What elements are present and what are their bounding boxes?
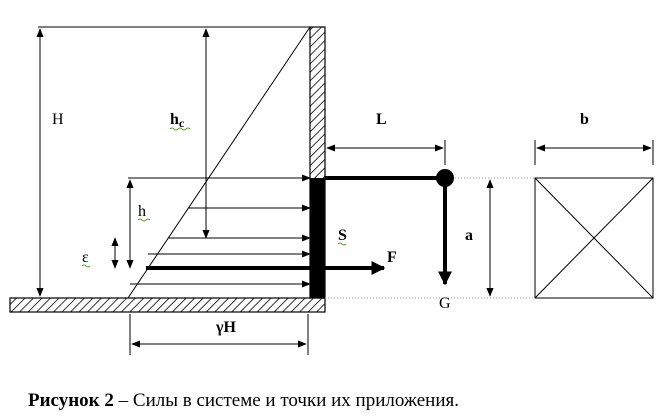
- label-h-squiggle: [137, 218, 151, 222]
- label-hc-sub: c: [179, 116, 185, 130]
- label-hc-main: h: [170, 111, 179, 128]
- label-L: L: [376, 111, 387, 128]
- lever-pivot: [436, 169, 454, 187]
- label-hc-squiggle: [169, 127, 191, 131]
- label-h: h: [138, 203, 146, 220]
- shield-plate: [310, 178, 325, 298]
- label-S: S: [338, 227, 347, 244]
- label-epsilon-squiggle: [81, 264, 91, 268]
- label-epsilon: ε: [82, 249, 89, 266]
- ground-hatch: [9, 297, 326, 313]
- label-hc: hc: [170, 111, 185, 130]
- label-gammaH: γH: [215, 319, 236, 336]
- label-F: F: [387, 249, 397, 266]
- label-H: H: [52, 111, 64, 128]
- cross-section-square: [534, 177, 654, 299]
- pressure-diagonal: [127, 26, 311, 299]
- cross-section-diag-2: [534, 177, 654, 299]
- label-b: b: [580, 111, 589, 128]
- caption-dash: –: [113, 390, 133, 411]
- label-a: a: [465, 227, 473, 244]
- label-G: G: [439, 295, 451, 312]
- caption-prefix: Рисунок 2: [28, 390, 114, 411]
- caption-text: Силы в системе и точки их приложения.: [132, 390, 460, 411]
- figure-caption: Рисунок 2 – Силы в системе и точки их пр…: [28, 390, 648, 412]
- label-S-squiggle: [337, 242, 347, 246]
